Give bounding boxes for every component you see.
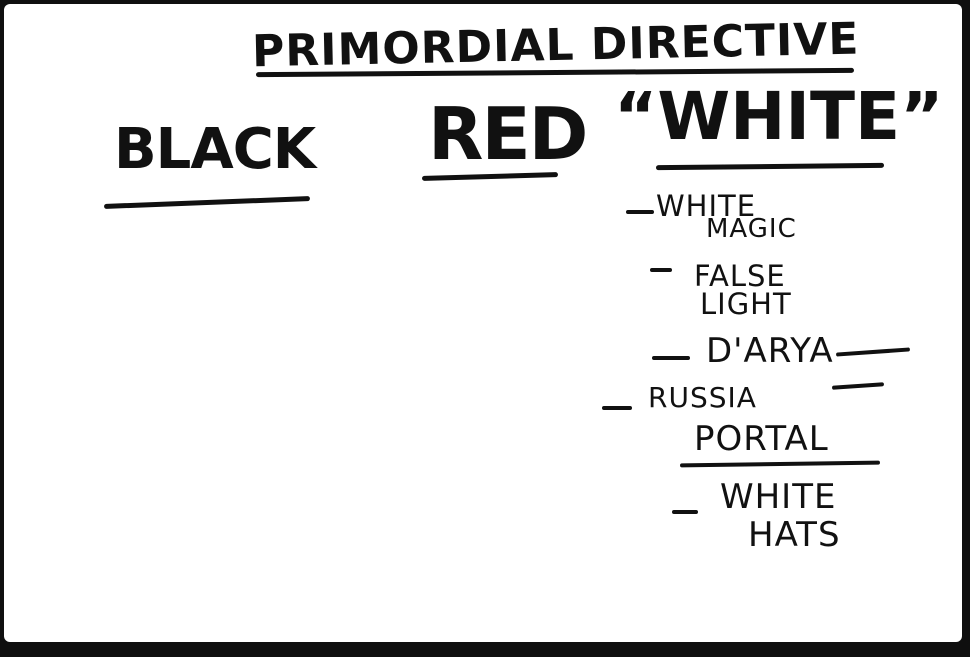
list-item-white-magic-line2: MAGIC bbox=[706, 214, 797, 244]
list-item-darya: D'ARYA bbox=[706, 331, 834, 371]
list-item-portal: PORTAL bbox=[694, 419, 829, 459]
list-item-false-light-line1: FALSE bbox=[694, 259, 786, 293]
list-bullet-dash bbox=[650, 268, 672, 272]
portal-underline bbox=[679, 460, 881, 468]
list-bullet-dash bbox=[602, 406, 632, 410]
column-heading-white: “WHITE” bbox=[614, 78, 944, 155]
column-heading-red: RED bbox=[428, 92, 588, 176]
white-underline bbox=[655, 162, 885, 171]
trailing-stroke bbox=[831, 382, 885, 390]
list-item-white-hats-line1: WHITE bbox=[720, 477, 837, 517]
column-heading-black: BLACK bbox=[114, 117, 316, 182]
list-item-russia: RUSSIA bbox=[648, 381, 757, 414]
whiteboard: PRIMORDIAL DIRECTIVE BLACK RED “WHITE” W… bbox=[4, 4, 962, 642]
black-underline bbox=[103, 196, 311, 209]
trailing-stroke bbox=[835, 347, 911, 357]
list-bullet-dash bbox=[626, 210, 654, 214]
list-item-white-magic-line1: WHITE bbox=[656, 189, 757, 223]
list-item-white-hats-line2: HATS bbox=[748, 515, 841, 555]
list-item-false-light-line2: LIGHT bbox=[700, 287, 792, 321]
list-bullet-dash bbox=[652, 356, 690, 360]
board-title: PRIMORDIAL DIRECTIVE bbox=[251, 13, 860, 78]
list-bullet-dash bbox=[672, 510, 698, 514]
